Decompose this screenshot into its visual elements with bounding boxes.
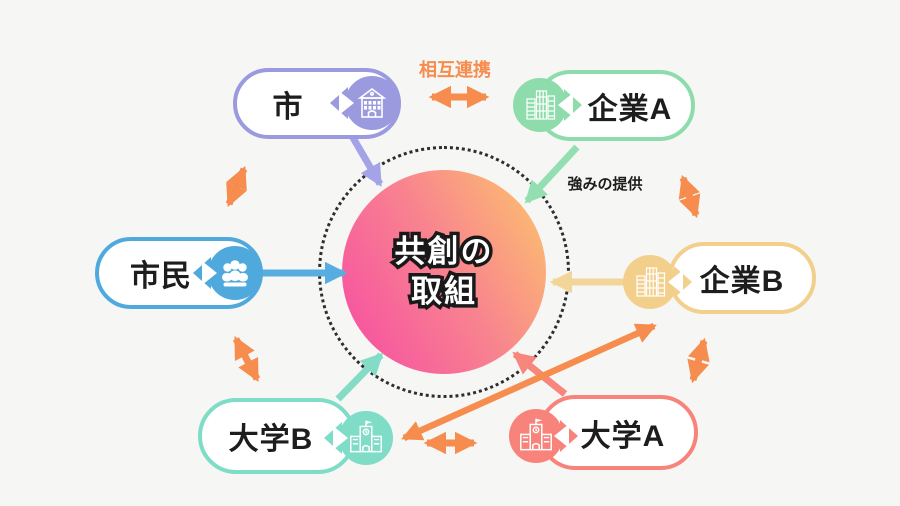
- badge-wedge: [668, 270, 683, 294]
- node-city: 市: [233, 68, 401, 139]
- arrow-city-to-center: [348, 134, 384, 187]
- arrow-citizens-univB: [232, 336, 261, 382]
- badge-wedge: [339, 91, 354, 115]
- arrow-univB-companyB: [401, 323, 657, 441]
- arrow-univB-to-center: [335, 352, 384, 402]
- node-city-label: 市: [272, 90, 304, 124]
- badge-wedge: [558, 93, 573, 117]
- node-company-b: 企業B: [623, 242, 816, 314]
- node-company-b-pill: 企業B: [668, 242, 816, 314]
- node-citizens-badge: [193, 246, 262, 300]
- center-title-line2: 取組: [408, 271, 479, 313]
- node-univ-b-pill: 大学B: [198, 398, 356, 474]
- buildings-icon: [526, 90, 556, 120]
- people-icon: [222, 260, 248, 287]
- node-citizens: 市民: [95, 237, 263, 309]
- arrow-companyB-univA: [687, 337, 710, 384]
- node-company-b-label: 企業B: [699, 265, 785, 298]
- node-univ-b-badge: [324, 411, 393, 465]
- node-company-a-label: 企業A: [587, 92, 673, 126]
- school-icon: [350, 420, 382, 453]
- node-univ-b: 大学B: [198, 398, 393, 474]
- city-hall-icon: [357, 88, 387, 118]
- node-company-a-pill: 企業A: [535, 70, 695, 141]
- mutual-cooperation-label: 相互連携: [419, 60, 491, 80]
- node-citizens-label: 市民: [130, 260, 192, 293]
- strength-provision-label: 強みの提供: [567, 176, 643, 193]
- node-city-badge: [330, 76, 399, 130]
- node-univ-a: 大学A: [509, 395, 698, 470]
- node-company-a-badge: [513, 78, 582, 132]
- node-univ-a-badge: [509, 409, 578, 463]
- arrow-companyA-to-center: [524, 144, 580, 204]
- node-company-a: 企業A: [513, 70, 695, 141]
- arrow-city-citizens: [225, 165, 248, 208]
- center-title-line1: 共創の: [391, 231, 495, 273]
- arrow-companyA-companyB: [678, 174, 701, 219]
- school-icon: [520, 418, 552, 451]
- buildings-icon: [636, 267, 666, 297]
- node-univ-b-label: 大学B: [228, 423, 314, 456]
- center-title: 共創の 取組: [391, 231, 495, 313]
- node-univ-a-label: 大学A: [580, 419, 666, 453]
- badge-wedge: [202, 261, 217, 285]
- badge-wedge: [333, 426, 348, 450]
- node-company-b-badge: [623, 255, 692, 309]
